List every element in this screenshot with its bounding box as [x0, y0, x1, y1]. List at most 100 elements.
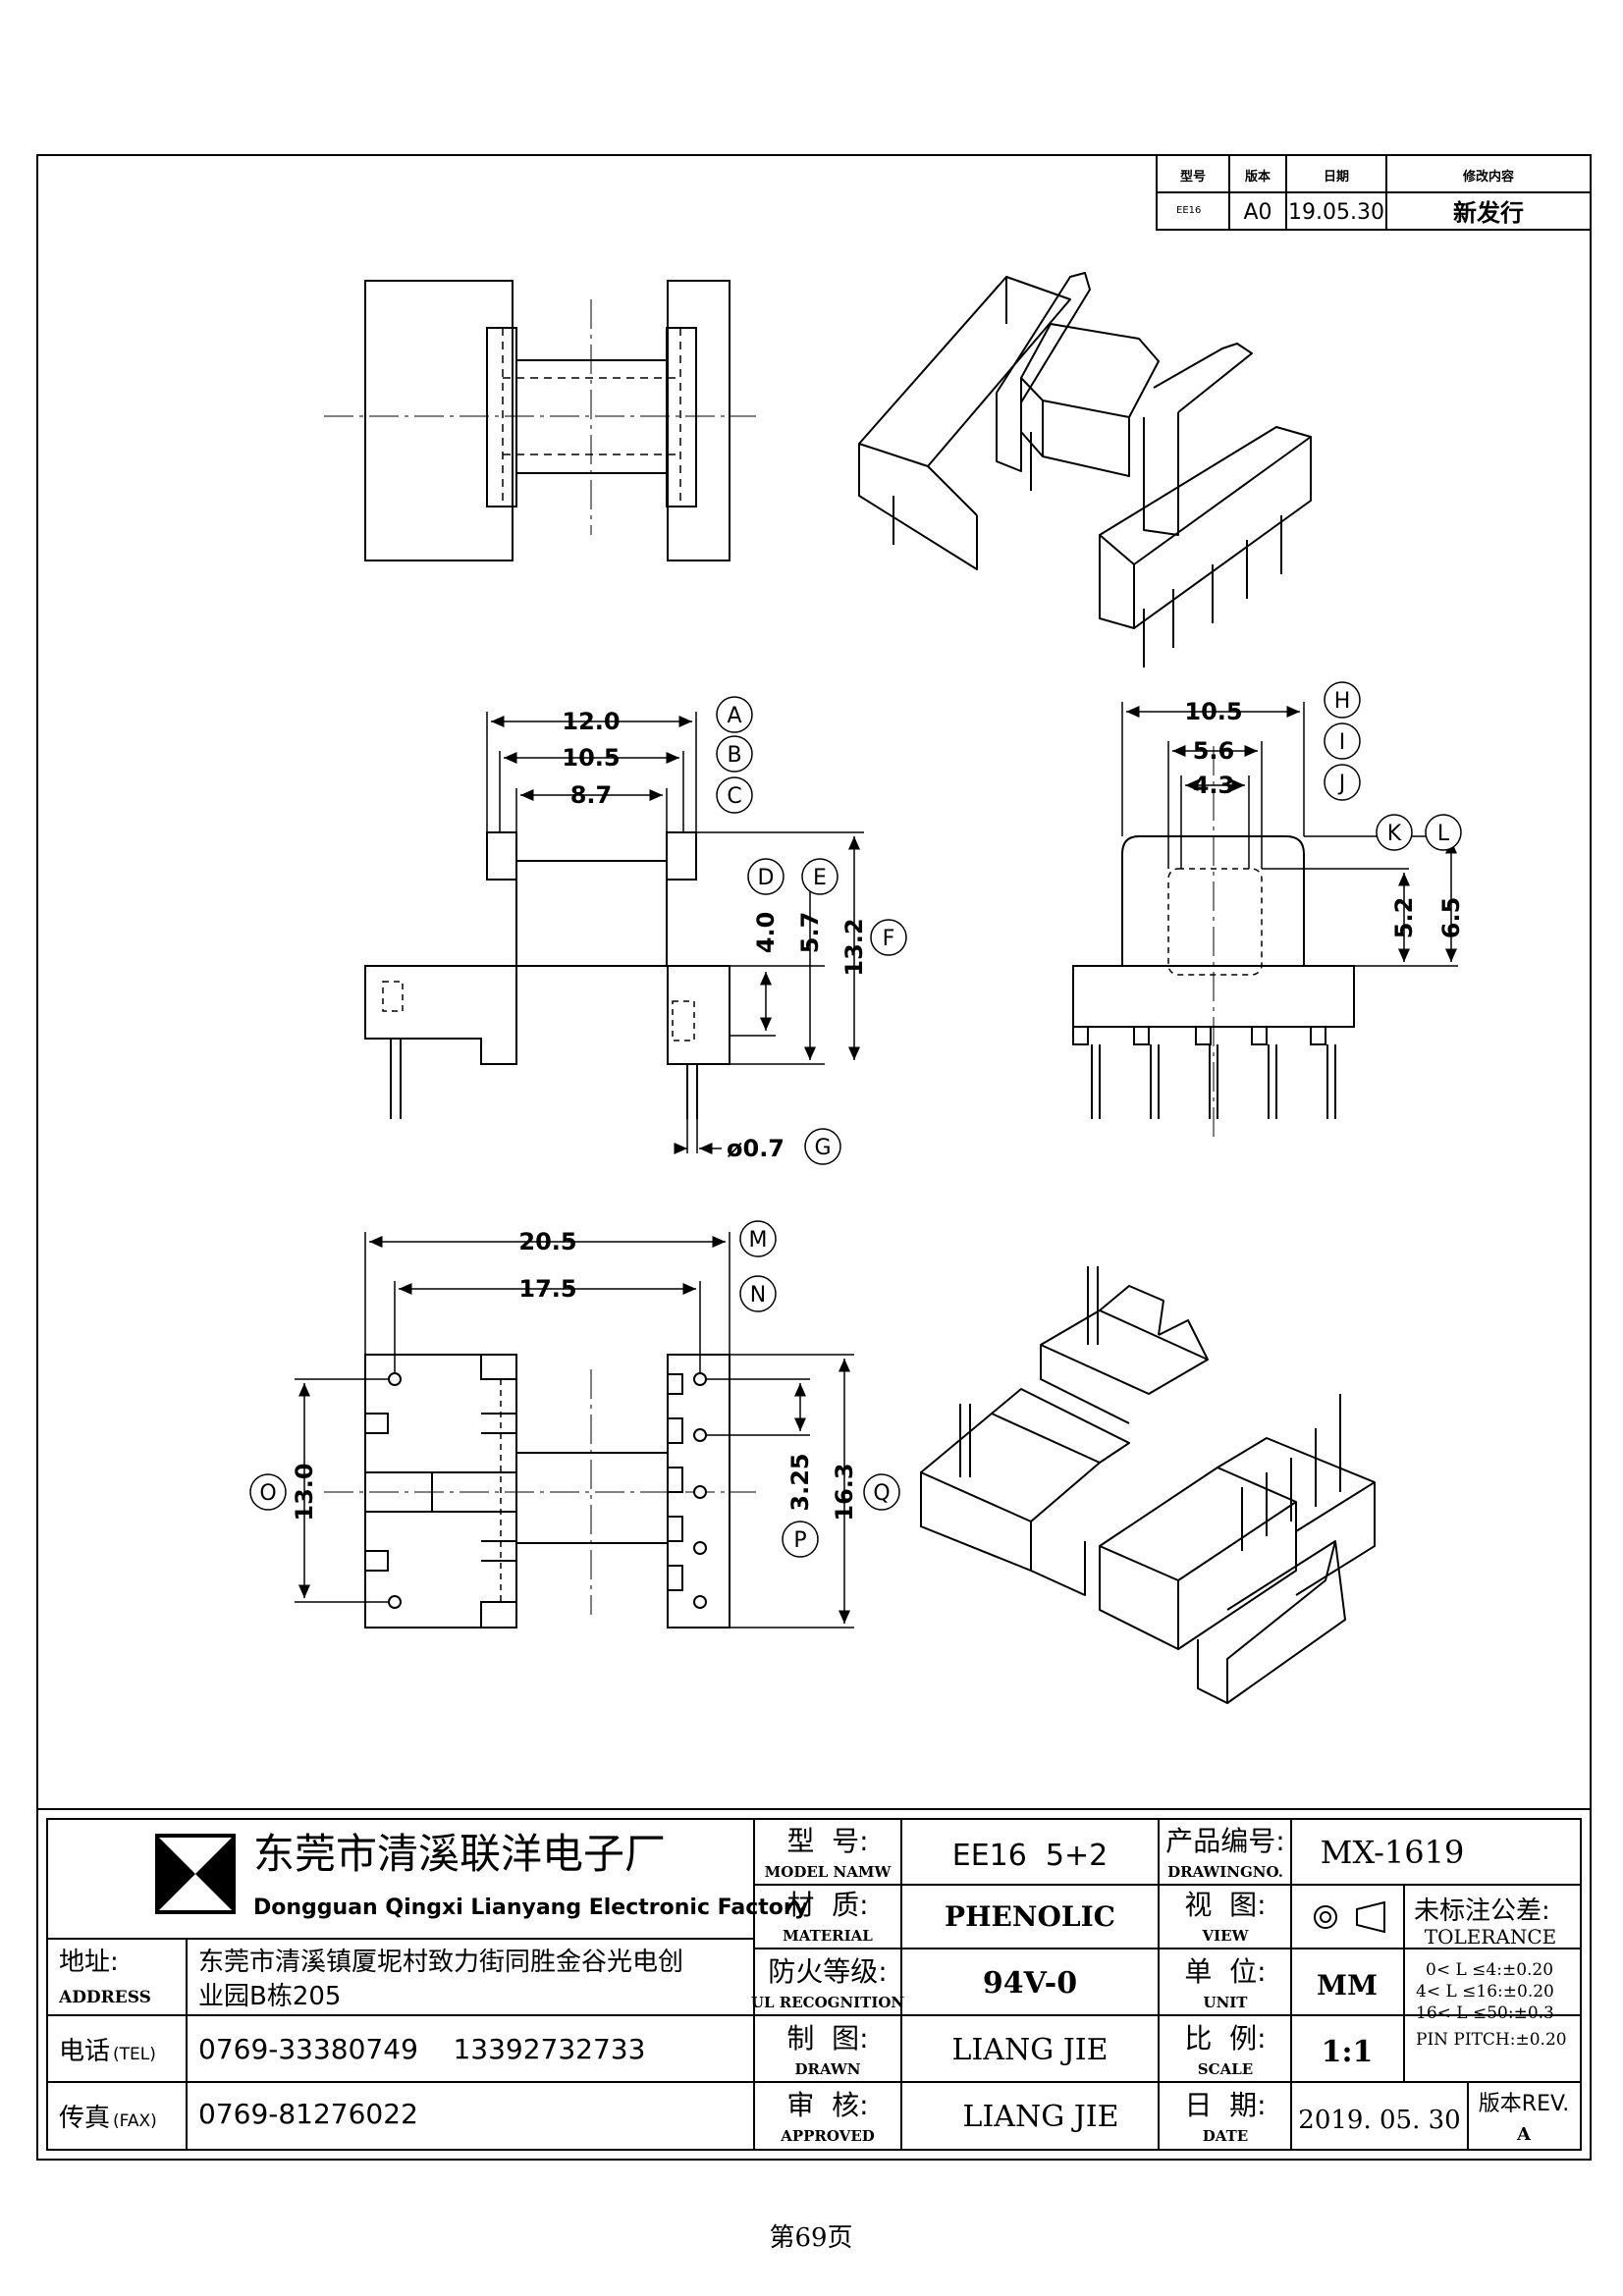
- dim-k-text: 5.2: [1390, 897, 1418, 939]
- callout-d: D: [758, 866, 775, 890]
- callout-letters: A B C D E F G H I J K L M N O P Q: [259, 689, 1450, 1553]
- callout-m: M: [749, 1228, 768, 1253]
- date-value: 2019. 05. 30: [1298, 2106, 1460, 2135]
- isometric-view-top: [858, 272, 1312, 667]
- callout-c: C: [727, 784, 741, 809]
- callout-bubbles: [249, 681, 1462, 1558]
- dim-j-text: 4.3: [1193, 772, 1235, 799]
- tolerance-line-4: PIN PITCH:±0.20: [1416, 2030, 1567, 2050]
- isometric-view-bottom: [920, 1266, 1376, 1704]
- callout-g: G: [814, 1136, 831, 1160]
- fire-label-en: UL RECOGNITION: [751, 1994, 905, 2011]
- dim-i-text: 5.6: [1193, 737, 1235, 765]
- top-view: [324, 280, 756, 561]
- scale-value: 1:1: [1322, 2035, 1374, 2069]
- tolerance-line-2: 4< L ≤16:±0.20: [1416, 1982, 1554, 2002]
- revision-value: A: [1516, 2124, 1532, 2145]
- fax-label: 传真: [59, 2104, 110, 2133]
- address-line-1: 东莞市清溪镇厦坭村致力街同胜金谷光电创: [198, 1948, 683, 1977]
- dim-c-text: 8.7: [570, 781, 613, 809]
- tel-label: 电话: [59, 2037, 110, 2066]
- drawn-label-en: DRAWN: [795, 2060, 861, 2078]
- side-view: [1072, 746, 1355, 1139]
- bottom-view: [324, 1354, 756, 1629]
- material-label-en: MATERIAL: [783, 1927, 873, 1945]
- model-value: EE16 5+2: [952, 1839, 1108, 1873]
- dim-n-text: 17.5: [518, 1275, 576, 1303]
- fire-value: 94V-0: [983, 1966, 1077, 2001]
- view-label: 视 图:: [1184, 1889, 1266, 1921]
- product-no-value: MX-1619: [1321, 1834, 1465, 1871]
- dim-q-text: 16.3: [831, 1463, 858, 1521]
- title-block-grid: [36, 1808, 1592, 2161]
- callout-b: B: [727, 743, 741, 768]
- callout-j: J: [1337, 772, 1346, 796]
- callout-i: I: [1339, 730, 1346, 755]
- product-no-label-en: DRAWINGNO.: [1167, 1863, 1283, 1881]
- address-line-2: 业园B栋205: [198, 1982, 341, 2011]
- callout-f: F: [883, 927, 895, 951]
- tolerance-label: 未标注公差:: [1414, 1896, 1550, 1926]
- rev-change-value: 新发行: [1453, 199, 1524, 227]
- callout-k: K: [1387, 822, 1402, 846]
- rev-version-value: A0: [1243, 200, 1271, 225]
- date-label: 日 期:: [1184, 2089, 1266, 2121]
- unit-label: 单 位:: [1184, 1955, 1266, 1988]
- drawn-label: 制 图:: [786, 2022, 868, 2055]
- approved-label: 审 核:: [786, 2089, 868, 2121]
- scale-label: 比 例:: [1184, 2022, 1266, 2055]
- rev-header-version: 版本: [1245, 169, 1271, 185]
- dim-e-text: 5.7: [796, 912, 824, 954]
- projection-symbol-icon: [1314, 1900, 1385, 1934]
- dim-g-text: ø0.7: [727, 1135, 784, 1162]
- rev-model-value: EE16: [1176, 205, 1201, 216]
- dim-f-text: 13.2: [840, 918, 868, 976]
- fax-label-en: (FAX): [113, 2111, 157, 2131]
- dim-p-text: 3.25: [786, 1453, 814, 1511]
- model-label-en: MODEL NAMW: [765, 1863, 893, 1881]
- callout-p: P: [793, 1528, 806, 1553]
- callout-q: Q: [873, 1481, 890, 1506]
- callout-o: O: [259, 1481, 276, 1506]
- dim-m-text: 20.5: [518, 1228, 576, 1255]
- model-label: 型 号:: [786, 1825, 868, 1857]
- approved-label-en: APPROVED: [780, 2127, 875, 2145]
- material-value: PHENOLIC: [945, 1900, 1115, 1933]
- rev-header-date: 日期: [1324, 170, 1349, 185]
- fire-label: 防火等级:: [768, 1955, 887, 1988]
- company-logo: [155, 1834, 236, 1914]
- revision-table: [1156, 154, 1592, 231]
- date-label-en: DATE: [1203, 2127, 1248, 2145]
- tolerance-label-en: TOLERANCE: [1425, 1925, 1557, 1949]
- callout-h: H: [1334, 689, 1351, 714]
- dim-a-text: 12.0: [562, 708, 620, 735]
- rev-header-model: 型号: [1180, 169, 1206, 185]
- callout-a: A: [727, 704, 741, 728]
- revision-label: 版本REV.: [1479, 2092, 1569, 2116]
- tolerance-line-1: 0< L ≤4:±0.20: [1426, 1960, 1553, 1980]
- front-view-dimension-lines: [486, 712, 864, 1154]
- dim-d-text: 4.0: [752, 912, 780, 954]
- material-label: 材 质:: [786, 1889, 868, 1921]
- unit-label-en: UNIT: [1204, 1994, 1249, 2011]
- company-name-en: Dongguan Qingxi Lianyang Electronic Fact…: [253, 1896, 808, 1920]
- approved-value: LIANG JIE: [963, 2100, 1119, 2134]
- bottom-view-dimension-lines: [295, 1232, 854, 1629]
- front-view: [364, 831, 730, 1119]
- unit-value: MM: [1317, 1969, 1378, 2002]
- address-label: 地址:: [59, 1948, 119, 1977]
- dim-b-text: 10.5: [562, 744, 620, 772]
- callout-l: L: [1437, 822, 1450, 846]
- dim-o-text: 13.0: [291, 1463, 318, 1521]
- company-name-cn: 东莞市清溪联洋电子厂: [253, 1830, 666, 1878]
- page-number: 第69页: [769, 2223, 852, 2253]
- product-no-label: 产品编号:: [1165, 1825, 1284, 1857]
- dim-h-text: 10.5: [1184, 698, 1242, 725]
- tel-label-en: (TEL): [113, 2045, 156, 2064]
- dim-l-text: 6.5: [1437, 897, 1465, 939]
- callout-e: E: [813, 866, 827, 890]
- fax-value: 0769-81276022: [198, 2098, 418, 2130]
- tel-value: 0769-33380749 13392732733: [198, 2033, 645, 2065]
- view-label-en: VIEW: [1202, 1927, 1250, 1945]
